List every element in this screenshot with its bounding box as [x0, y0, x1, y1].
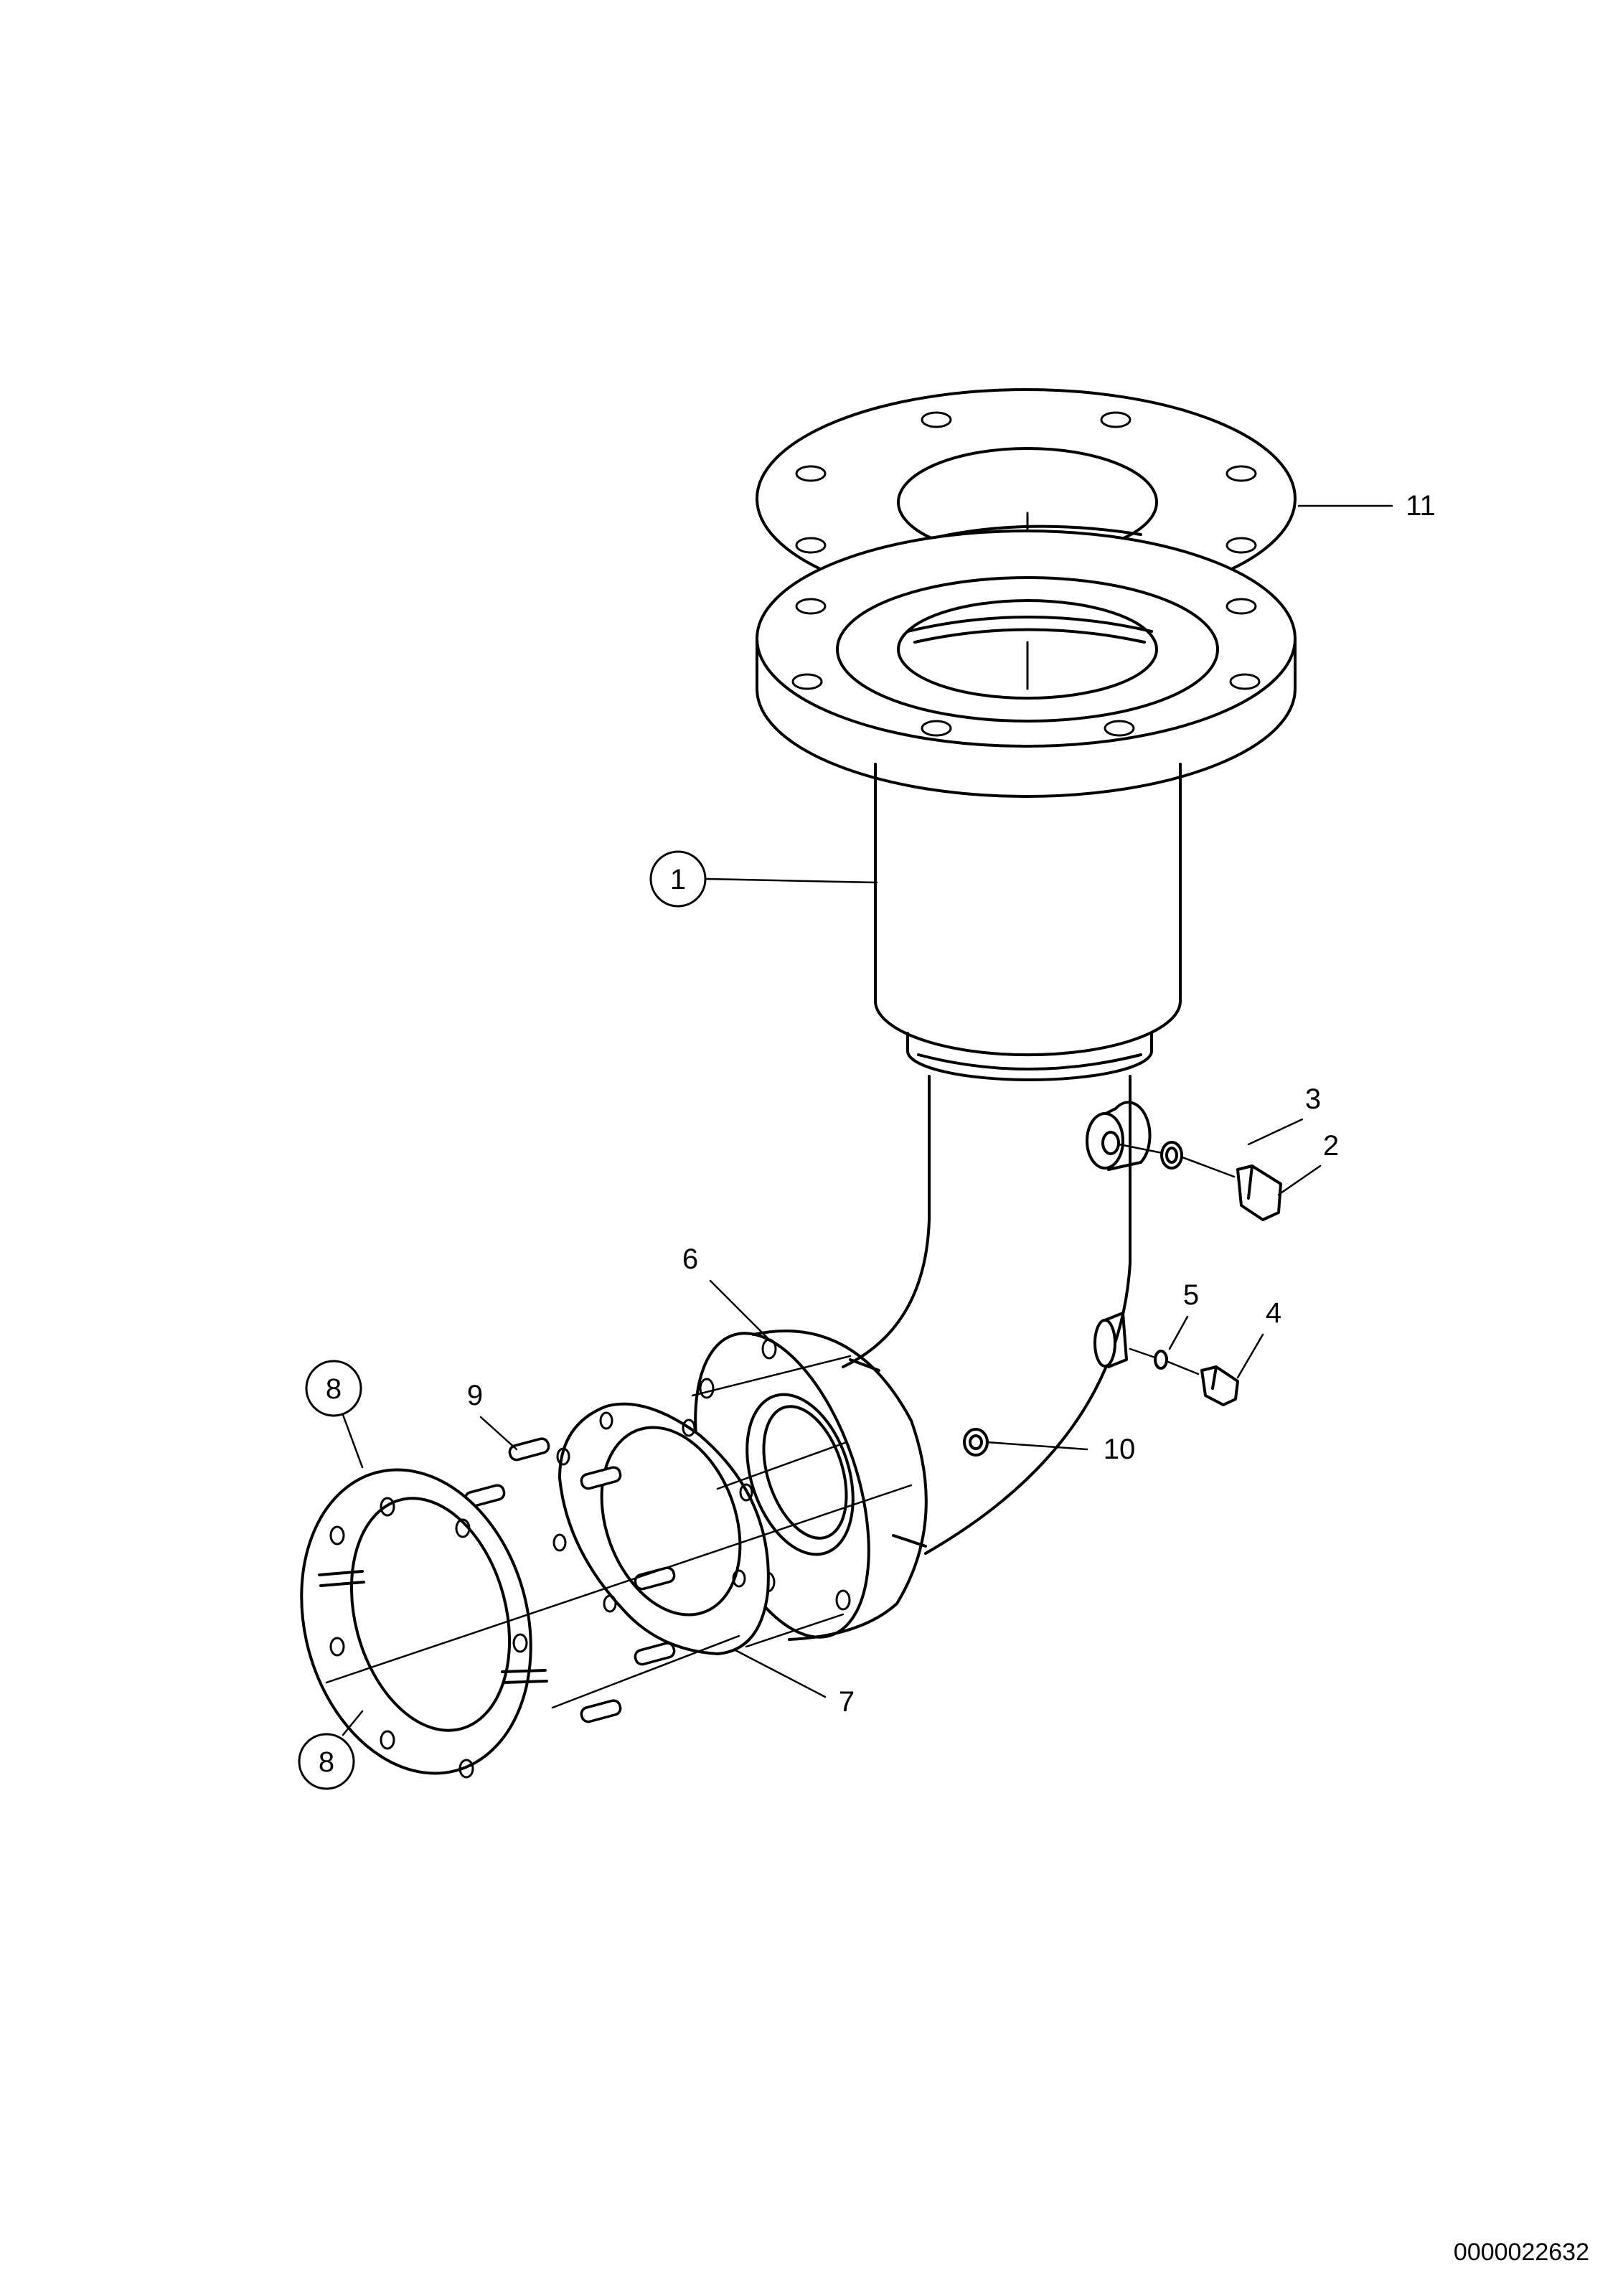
- centerline-part-2: [1181, 1156, 1236, 1178]
- nut-part-10: [963, 1428, 989, 1457]
- leader-lines: [342, 504, 1393, 1736]
- label-part-7: 7: [839, 1686, 855, 1718]
- leader-part-8-lower: [342, 1710, 364, 1736]
- centerline-part-5: [1129, 1347, 1157, 1359]
- label-part-9: 9: [467, 1380, 483, 1411]
- label-part-2: 2: [1323, 1130, 1339, 1162]
- elbow-pipe-part-1: [756, 530, 1297, 1555]
- leader-part-4: [1236, 1333, 1264, 1379]
- leader-part-3: [1247, 1118, 1304, 1146]
- label-part-8-lower: 8: [319, 1746, 334, 1778]
- seal-ring-part-3: [1160, 1141, 1183, 1170]
- label-part-4: 4: [1266, 1297, 1281, 1329]
- flange-bolt-holes: [791, 598, 1261, 737]
- leader-part-9: [479, 1416, 518, 1451]
- callout-circle-part-8-lower: [298, 1733, 355, 1790]
- centerline-part-3: [1118, 1143, 1164, 1154]
- leader-part-10: [985, 1441, 1088, 1451]
- assembly-centerlines: [325, 1355, 913, 1709]
- centerline-part-4: [1167, 1360, 1200, 1375]
- document-number: 0000022632: [1454, 2239, 1589, 2266]
- gasket-7-bolt-holes: [552, 1411, 753, 1613]
- label-part-3: 3: [1305, 1083, 1321, 1115]
- label-part-6: 6: [682, 1243, 698, 1275]
- label-part-11: 11: [1406, 490, 1436, 522]
- callout-circle-part-8-upper: [305, 1360, 362, 1417]
- label-part-1: 1: [670, 864, 686, 895]
- plug-part-2: [1236, 1165, 1282, 1221]
- leader-part-8-upper: [342, 1413, 364, 1469]
- plug-part-4: [1200, 1365, 1239, 1406]
- leader-part-2: [1277, 1165, 1322, 1196]
- studs-part-9: [464, 1437, 676, 1723]
- callout-circle-part-1: [649, 850, 707, 908]
- label-part-8-upper: 8: [326, 1373, 342, 1405]
- label-part-10: 10: [1104, 1434, 1136, 1465]
- split-ring-bolt-holes: [329, 1497, 528, 1779]
- leader-part-6: [709, 1279, 769, 1340]
- split-ring-part-8: [300, 1468, 548, 1779]
- label-part-5: 5: [1183, 1279, 1199, 1311]
- leader-part-7: [734, 1649, 827, 1698]
- seal-ring-part-5: [1154, 1350, 1168, 1370]
- leader-part-5: [1168, 1315, 1189, 1350]
